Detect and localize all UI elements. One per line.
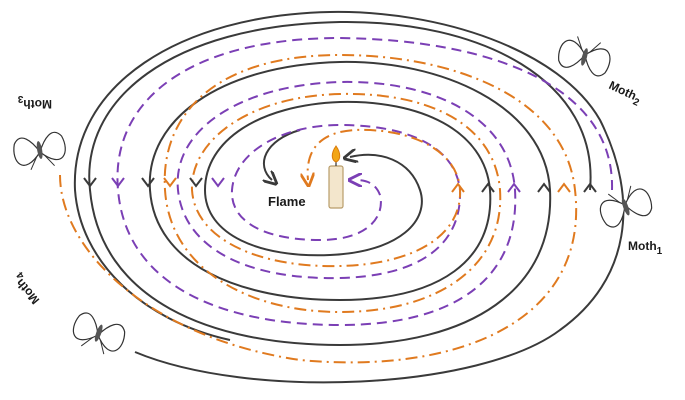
moth2-label-group: Moth2 <box>605 78 644 109</box>
moth4-label: Moth4 <box>9 269 45 307</box>
moth1-label: Moth1 <box>628 239 663 257</box>
moth-icon-3 <box>13 131 66 171</box>
moth-icon-2 <box>558 36 611 77</box>
candle-icon <box>328 145 344 209</box>
spiral-path-moth2 <box>116 36 614 327</box>
spiral-path-moth1 <box>88 20 592 347</box>
moth2-label: Moth2 <box>605 78 644 109</box>
flame-label: Flame <box>268 194 306 209</box>
moth-icon-1 <box>599 185 653 228</box>
spiral-path-inner-left <box>264 129 301 180</box>
moth3-label: Moth3 <box>17 93 52 111</box>
direction-markers-left <box>83 177 225 188</box>
moth4-label-group: Moth4 <box>9 269 45 307</box>
spiral-path-moth4 <box>73 10 625 384</box>
direction-markers-right <box>451 182 597 193</box>
spiral-path-moth3 <box>59 53 578 364</box>
moth-icon-4 <box>72 312 126 355</box>
moth3-label-group: Moth3 <box>17 93 52 111</box>
